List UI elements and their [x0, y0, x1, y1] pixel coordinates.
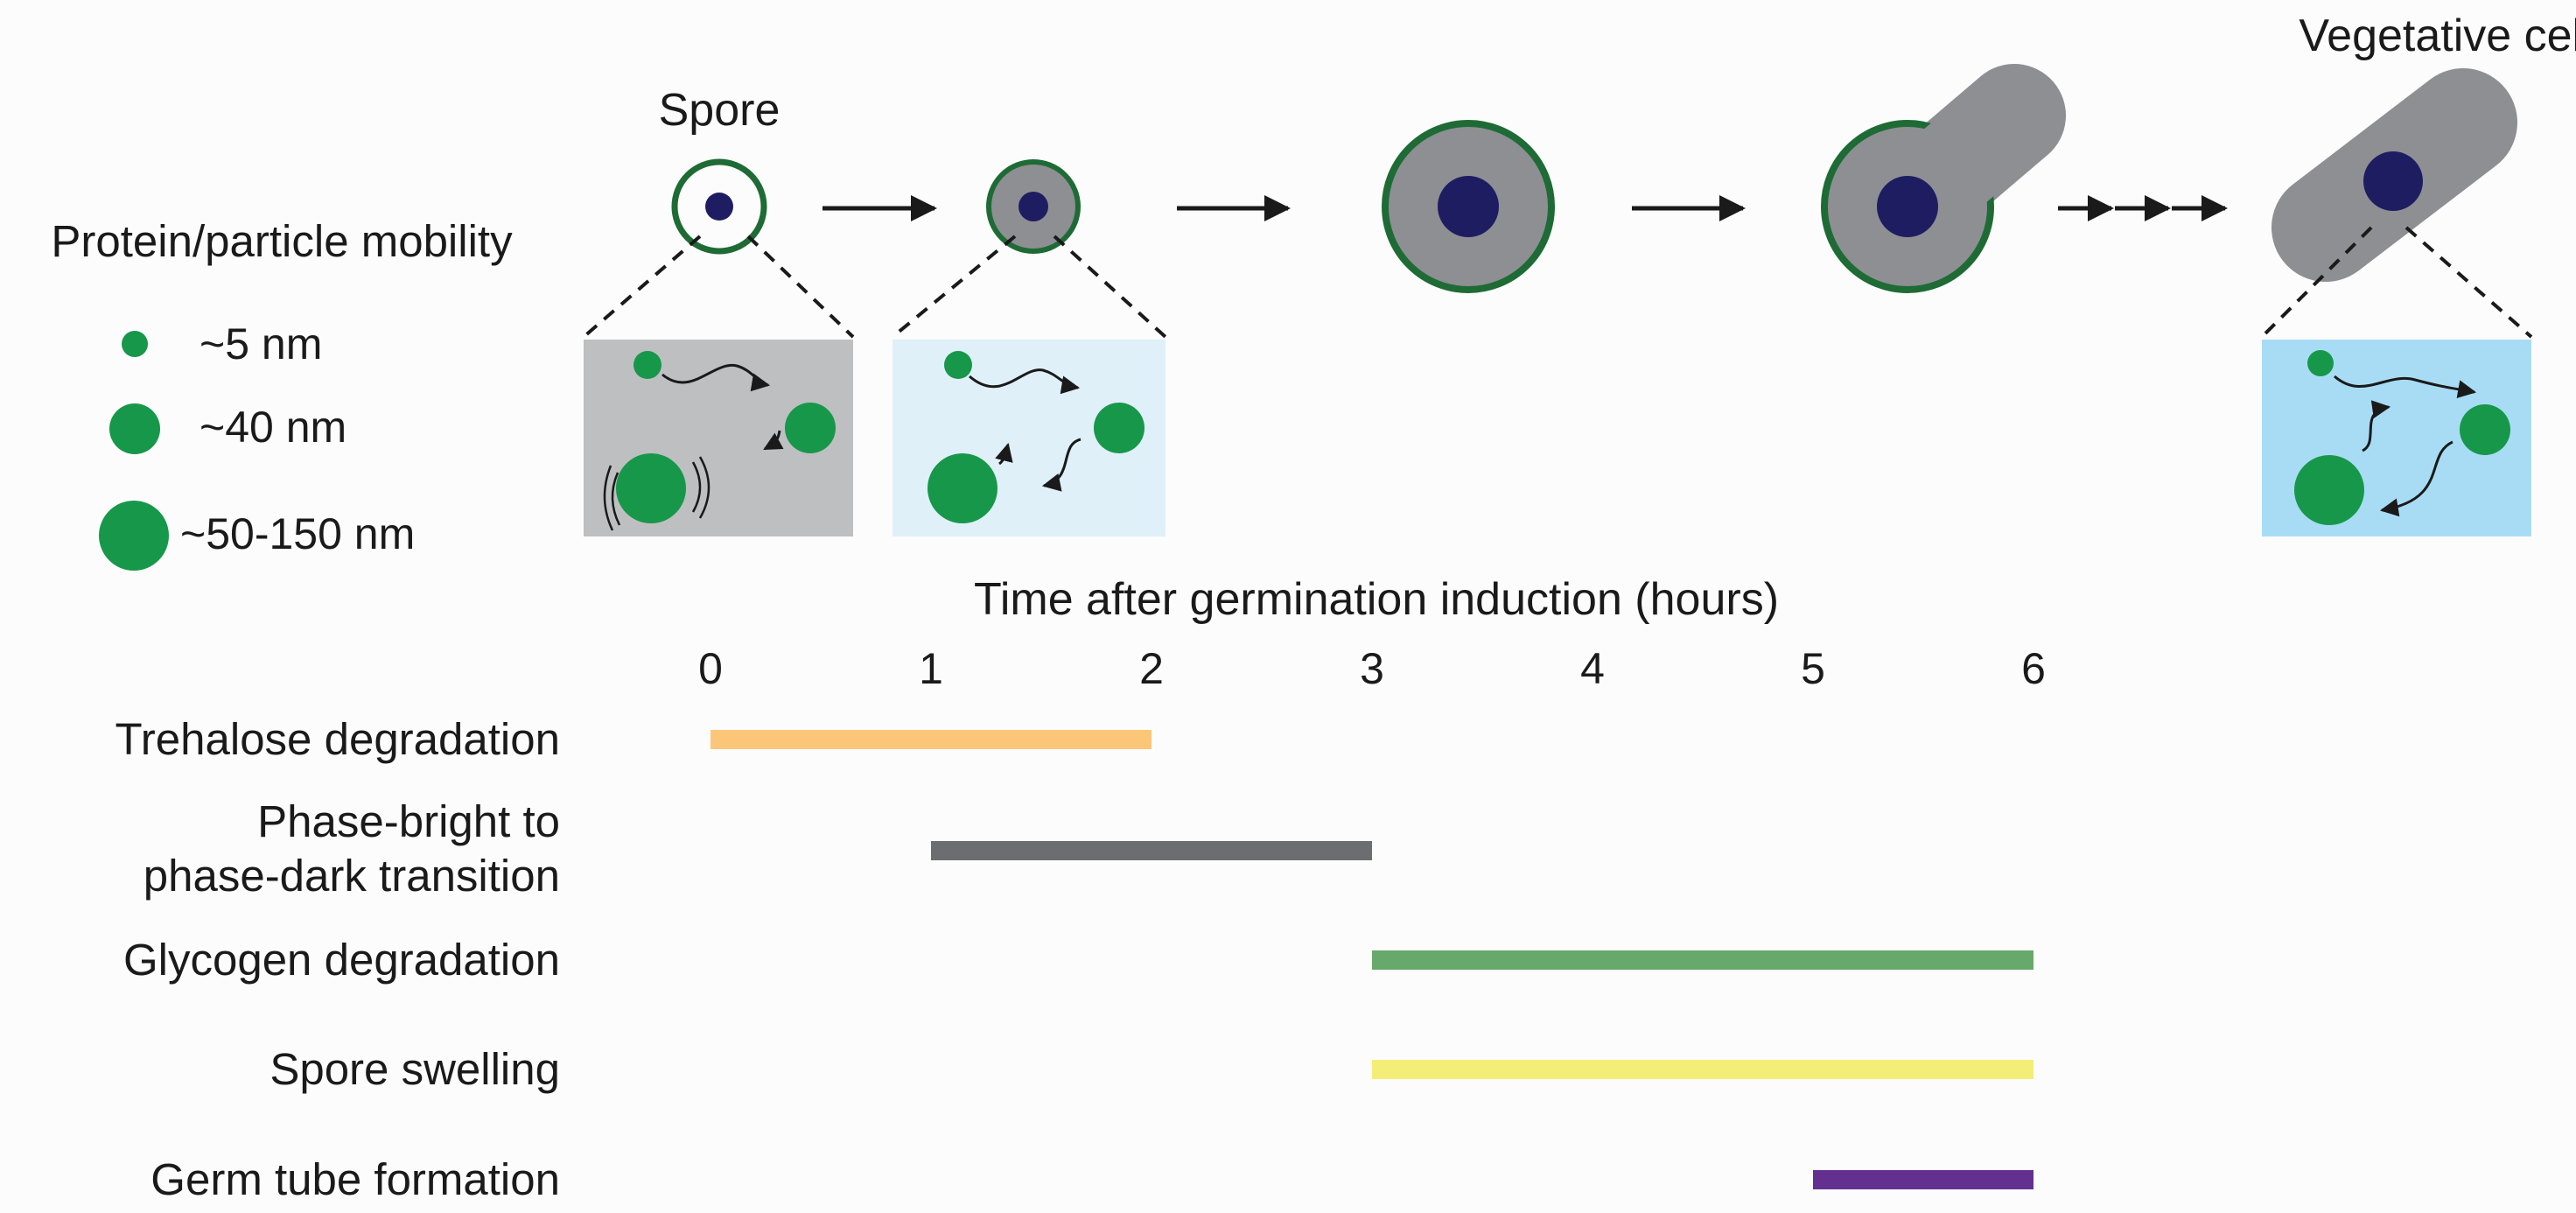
tick-label: 5: [1801, 644, 1825, 693]
timeline-ticks: 0 1 2 3 4 5 6: [698, 644, 2046, 693]
timeline-chart: Time after germination induction (hours)…: [116, 574, 2046, 1204]
legend-item-small: ~5 nm: [200, 319, 322, 368]
zoom-lines: [582, 226, 2533, 339]
nucleus: [705, 193, 733, 221]
swollen-cell: [1382, 120, 1555, 293]
vegetative-mobility-panel: [2262, 340, 2531, 536]
tick-label: 6: [2021, 644, 2046, 693]
small-particle: [2307, 350, 2334, 376]
legend-item-medium: ~40 nm: [200, 403, 346, 452]
spore-mobility-panel: [584, 340, 853, 536]
legend-large-dot: [99, 501, 169, 571]
legend-item-large: ~50-150 nm: [180, 509, 415, 558]
tick-label: 1: [919, 644, 943, 693]
event-label: Spore swelling: [270, 1044, 560, 1094]
large-particle: [928, 453, 998, 523]
tick-label: 3: [1360, 644, 1384, 693]
spore-cell: [671, 158, 767, 255]
small-particle: [634, 351, 662, 379]
vegetative-cell-label: Vegetative cell: [2299, 11, 2576, 61]
event-bar: [1372, 950, 2034, 970]
event-label: Glycogen degradation: [123, 935, 560, 985]
tick-label: 4: [1580, 644, 1605, 693]
event-label: phase-dark transition: [144, 851, 560, 901]
nucleus: [1877, 176, 1938, 237]
large-particle: [2294, 455, 2364, 525]
large-particle: [616, 453, 686, 523]
tick-label: 2: [1139, 644, 1164, 693]
germ-tube-cell: [1821, 64, 2066, 293]
medium-particle: [1094, 403, 1144, 453]
nucleus: [1018, 192, 1048, 221]
medium-particle: [2460, 404, 2510, 455]
nucleus: [1438, 176, 1499, 237]
tick-label: 0: [698, 644, 723, 693]
medium-particle: [785, 403, 836, 453]
event-bar: [1372, 1060, 2034, 1079]
event-bar: [931, 841, 1372, 860]
event-bar: [710, 730, 1152, 749]
spore-label: Spore: [659, 85, 780, 136]
early-germination-mobility-panel: [892, 340, 1166, 536]
mobility-legend: Protein/particle mobility ~5 nm ~40 nm ~…: [51, 216, 513, 571]
small-particle: [944, 351, 972, 379]
timeline-axis-title: Time after germination induction (hours): [974, 574, 1779, 625]
event-label: Phase-bright to: [257, 796, 560, 846]
legend-small-dot: [122, 331, 148, 357]
nucleus: [2363, 151, 2423, 211]
event-bar: [1813, 1170, 2034, 1189]
event-label: Germ tube formation: [150, 1154, 560, 1204]
early-germinating-cell: [986, 159, 1081, 254]
vegetative-cell: [2272, 68, 2517, 282]
legend-medium-dot: [109, 403, 160, 454]
legend-title: Protein/particle mobility: [51, 216, 513, 266]
event-label: Trehalose degradation: [116, 714, 560, 764]
